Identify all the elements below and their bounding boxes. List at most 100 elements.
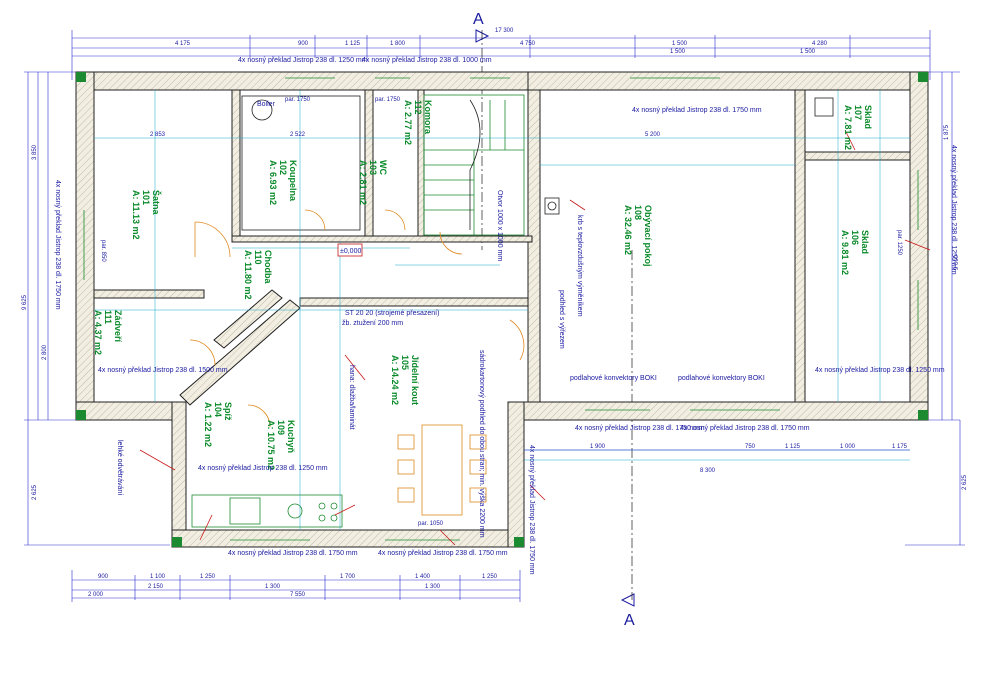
walls (75, 71, 929, 548)
lintel-note-2: 4x nosný překlad Jistrop 238 dl. 1000 mm (362, 57, 492, 64)
svg-text:Spíž: Spíž (223, 402, 233, 421)
lintel-note-6: 4x nosný překlad Jistrop 238 dl. 1750 mm (575, 425, 705, 432)
lintel-note-11: 4x nosný překlad Jistrop 238 dl. 1750 mm (54, 180, 61, 310)
lintel-note-3: 4x nosný překlad Jistrop 238 dl. 1750 mm (632, 107, 762, 114)
dim-bottom-10: 1 300 (425, 584, 441, 590)
dim-mid-1: 5 200 (645, 132, 661, 138)
svg-text:108: 108 (633, 205, 643, 220)
svg-text:A: 10.75 m2: A: 10.75 m2 (266, 420, 276, 470)
svg-text:Jídelní kout: Jídelní kout (410, 355, 420, 405)
svg-text:102: 102 (278, 160, 288, 175)
svg-text:101: 101 (141, 190, 151, 205)
svg-text:A: 9.81 m2: A: 9.81 m2 (840, 230, 850, 275)
lintel-note-5: 4x nosný překlad Jistrop 238 dl. 1250 mm (815, 367, 945, 374)
door-swings (189, 209, 525, 428)
svg-text:110: 110 (253, 250, 263, 265)
dim-left-4: 2 800 (42, 344, 48, 360)
svg-text:107: 107 (853, 105, 863, 120)
lintel-note-4: 4x nosný překlad Jistrop 238 dl. 1500 mm (98, 367, 228, 374)
boiler-label: Boiler (257, 101, 276, 108)
svg-text:Kuchyň: Kuchyň (286, 420, 296, 453)
lintel-note-12: 4x nosný překlad Jistrop 238 dl. 1250 mm (950, 145, 957, 275)
parapet-5: par. 1250 (896, 230, 902, 256)
ztuz-note: žb. ztužení 200 mm (342, 320, 403, 327)
left-dimension-lines (24, 71, 170, 546)
svg-text:104: 104 (213, 402, 223, 417)
section-label-bottom: A (624, 612, 635, 629)
svg-text:WC: WC (378, 160, 388, 175)
fireplace-note: krb s teplovzdušným výměníkem (576, 215, 583, 317)
dim-bottom-9: 1 300 (265, 584, 281, 590)
lintel-note-7: 4x nosný překlad Jistrop 238 dl. 1750 mm (680, 425, 810, 432)
dim-top-1: 4 175 (175, 41, 191, 47)
dim-bottom-2: 1 100 (150, 574, 166, 580)
dim-mid-6: 750 (745, 444, 756, 450)
svg-text:Komora: Komora (423, 100, 433, 135)
parapet-4: par. 1050 (418, 521, 444, 527)
room-107-label: Sklad 107 A: 7.81 m2 (843, 105, 873, 150)
radiator-note-2: podlahové konvektory BOKI (678, 375, 765, 382)
beam-note: ST 20 20 (strojemé přesazení) (345, 310, 439, 317)
ventilation-note: lehké odvětrávání (116, 440, 123, 495)
dim-left-2: 9 625 (22, 294, 28, 310)
bottom-dimension-lines (71, 570, 521, 602)
dim-mid-7: 1 125 (785, 444, 801, 450)
svg-text:103: 103 (368, 160, 378, 175)
stair-hole-note: Otvor 1000 x 1000 mm (496, 190, 503, 261)
dim-top-7: 4 280 (812, 41, 828, 47)
dim-top-8: 17 300 (495, 28, 514, 34)
svg-text:A: 1.22 m2: A: 1.22 m2 (203, 402, 213, 447)
dim-bottom-8: 2 150 (148, 584, 164, 590)
room-111-label: Zádveří 111 A: 4.37 m2 (93, 310, 123, 355)
svg-text:Koupelna: Koupelna (288, 160, 298, 202)
annotation-leaders (139, 129, 931, 546)
dim-top-10: 1 500 (800, 49, 816, 55)
dim-top-5: 4 750 (520, 41, 536, 47)
svg-text:105: 105 (400, 355, 410, 370)
room-labels: Šatna 101 A: 11.13 m2 Koupelna 102 A: 6.… (93, 100, 873, 470)
lintel-note-1: 4x nosný překlad Jistrop 238 dl. 1250 mm (238, 57, 368, 64)
soffit-note: sádrokartonový podhled do obou stran; mi… (478, 350, 485, 538)
parapet-3: par. 850 (100, 240, 106, 262)
dim-mid-8: 1 000 (840, 444, 856, 450)
svg-text:A: 7.81 m2: A: 7.81 m2 (843, 105, 853, 150)
svg-text:Zádveří: Zádveří (113, 310, 123, 343)
section-arrow-bottom (620, 593, 635, 607)
svg-text:109: 109 (276, 420, 286, 435)
dim-top-6: 1 500 (672, 41, 688, 47)
lintel-note-13: 4x nosný překlad Jistrop 238 dl. 1750 mm (528, 445, 535, 575)
lintel-note-10: 4x nosný překlad Jistrop 238 dl. 1250 mm (198, 465, 328, 472)
dim-top-9: 1 500 (670, 49, 686, 55)
staircase (423, 94, 525, 236)
svg-text:Šatna: Šatna (151, 190, 162, 216)
dim-top-2: 900 (298, 41, 309, 47)
dim-mid-3: 2 522 (290, 132, 306, 138)
dim-bottom-11: 7 550 (290, 592, 306, 598)
room-104-label: Spíž 104 A: 1.22 m2 (203, 402, 233, 447)
dim-mid-5: 1 900 (590, 444, 606, 450)
svg-text:A: 11.80 m2: A: 11.80 m2 (243, 250, 253, 300)
svg-text:Obývací pokoj: Obývací pokoj (643, 205, 653, 267)
bathroom-fixtures (241, 95, 834, 231)
dim-bottom-4: 1 700 (340, 574, 356, 580)
dim-right-2: 9 000 (954, 254, 960, 270)
section-label-top: A (473, 11, 484, 28)
dim-bottom-5: 1 400 (415, 574, 431, 580)
dim-left-1: 3 850 (32, 144, 38, 160)
room-101-label: Šatna 101 A: 11.13 m2 (131, 190, 162, 240)
dim-bottom-6: 1 250 (482, 574, 498, 580)
svg-text:A: 2.77 m2: A: 2.77 m2 (403, 100, 413, 145)
svg-text:Sklad: Sklad (863, 105, 873, 129)
dining-table (397, 424, 487, 516)
svg-text:A: 2.81 m2: A: 2.81 m2 (358, 160, 368, 205)
dim-right-1: 1 875 (944, 124, 950, 140)
dim-top-3: 1 125 (345, 41, 361, 47)
svg-text:Sklad: Sklad (860, 230, 870, 254)
svg-text:A: 4.37 m2: A: 4.37 m2 (93, 310, 103, 355)
dim-top-4: 1 800 (390, 41, 406, 47)
room-106-label: Sklad 106 A: 9.81 m2 (840, 230, 870, 275)
lintel-notes: 4x nosný překlad Jistrop 238 dl. 1250 mm… (54, 57, 957, 575)
top-dimension-lines (71, 30, 931, 80)
room-110-label: Chodba 110 A: 11.80 m2 (243, 250, 273, 300)
